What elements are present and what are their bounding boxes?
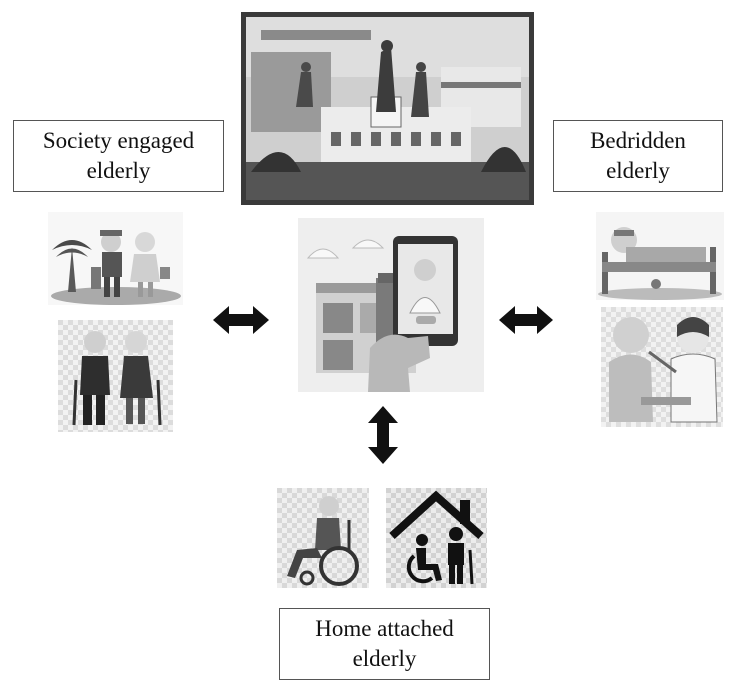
caregiver-feeding-image — [601, 307, 723, 427]
society-engaged-line2: elderly — [86, 158, 151, 183]
travelling-couple-image — [48, 212, 183, 305]
hospital-photo — [241, 12, 534, 205]
elderly-couple-canes-image — [58, 320, 173, 432]
home-attached-line2: elderly — [352, 646, 417, 671]
double-arrow-right — [499, 306, 553, 334]
home-attached-line1: Home attached — [315, 616, 454, 641]
home-care-icon — [386, 488, 487, 588]
double-arrow-vertical — [368, 406, 398, 464]
wheelchair-elder-image — [277, 488, 369, 588]
telemedicine-phone-image — [298, 218, 484, 392]
bedridden-line1: Bedridden — [590, 128, 686, 153]
bedridden-label: Bedridden elderly — [553, 120, 723, 192]
bedridden-elder-image — [596, 212, 724, 300]
society-engaged-label: Society engaged elderly — [13, 120, 224, 192]
society-engaged-line1: Society engaged — [42, 128, 195, 153]
bedridden-line2: elderly — [606, 158, 670, 183]
home-attached-label: Home attached elderly — [279, 608, 490, 680]
double-arrow-left — [213, 306, 269, 334]
